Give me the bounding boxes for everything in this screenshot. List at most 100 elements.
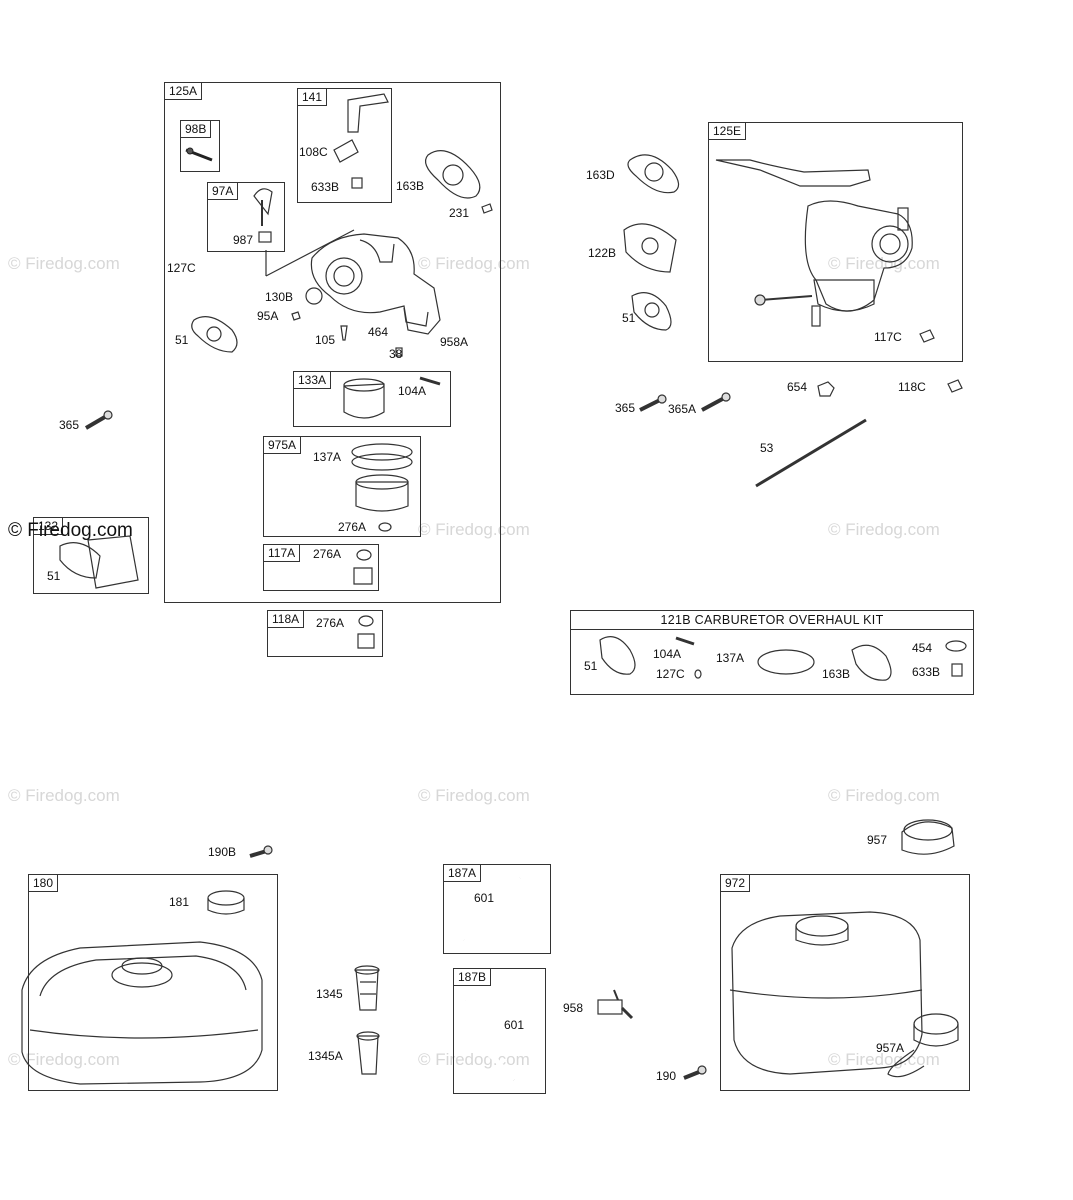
group-box-125A: 125A: [164, 82, 501, 603]
part-label-137A: 137A: [313, 450, 342, 464]
group-box-133A: 133A: [293, 371, 451, 427]
gasket-163D-drawing: [627, 154, 680, 194]
watermark: © Firedog.com: [828, 786, 940, 805]
part-label-958: 958: [563, 1001, 584, 1015]
float-bowl-drawing: [355, 481, 409, 512]
kit-label-454: 454: [912, 641, 933, 655]
group-box-132: 132: [33, 517, 149, 594]
watermark: © Firedog.com: [8, 786, 120, 805]
part-label-190: 190: [656, 1069, 677, 1083]
box-label: 187B: [454, 969, 492, 986]
fuel-cap-181-drawing: [207, 890, 245, 915]
box-label: 133A: [294, 372, 332, 389]
part-label-601: 601: [504, 1018, 525, 1032]
part-label-654: 654: [787, 380, 808, 394]
group-box-125E: 125E: [708, 122, 963, 362]
part-label-987: 987: [233, 233, 254, 247]
part-label-105: 105: [315, 333, 336, 347]
part-label-163D: 163D: [586, 168, 615, 182]
part-label-365A: 365A: [668, 402, 697, 416]
part-label-130B: 130B: [265, 290, 294, 304]
part-label-1345: 1345: [316, 987, 343, 1001]
watermark: © Firedog.com: [418, 786, 530, 805]
throttle-lever-drawing: [347, 93, 389, 133]
box-label: 141: [298, 89, 328, 106]
screw-365-drawing: [84, 410, 113, 430]
part-label-127C: 127C: [167, 261, 196, 275]
carburetor-125E-drawing: [715, 159, 913, 327]
group-box-187B: 187B: [453, 968, 546, 1094]
watermark: © Firedog.com: [8, 254, 120, 273]
part-label-190B: 190B: [208, 845, 237, 859]
part-label-53: 53: [760, 441, 774, 455]
kit-label-104A: 104A: [653, 647, 682, 661]
part-label-122B: 122B: [588, 246, 617, 260]
box-label: 98B: [181, 121, 212, 138]
fuel-tank-972-drawing: [729, 911, 923, 1075]
group-box-972: 972: [720, 874, 970, 1091]
carburetor-drawing: [265, 229, 441, 335]
box-label: 118A: [268, 611, 305, 628]
box-label: 972: [721, 875, 751, 892]
kit-label-137A: 137A: [716, 651, 745, 665]
group-box-180: 180: [28, 874, 278, 1091]
part-label-464: 464: [368, 325, 389, 339]
part-label-601: 601: [474, 891, 495, 905]
fuel-cap-957-drawing: [901, 819, 955, 855]
part-label-181: 181: [169, 895, 190, 909]
group-box-118A: 118A: [267, 610, 383, 657]
part-label-365: 365: [615, 401, 636, 415]
part-label-1345A: 1345A: [308, 1049, 343, 1063]
watermark: © Firedog.com: [418, 254, 530, 273]
part-label-117C: 117C: [874, 330, 902, 344]
kit-label-127C: 127C: [656, 667, 685, 681]
watermark: © Firedog.com: [418, 520, 530, 539]
part-label-633B: 633B: [311, 180, 340, 194]
part-label-38: 38: [389, 347, 403, 361]
box-label: 97A: [208, 183, 239, 200]
part-label-118C: 118C: [898, 380, 926, 394]
watermark: © Firedog.com: [828, 520, 940, 539]
screw-98B-drawing: [185, 147, 213, 162]
box-label: 187A: [444, 865, 482, 882]
part-label-51: 51: [47, 569, 61, 583]
group-box-97A: 97A: [207, 182, 285, 252]
fuel-valve-958-drawing: [597, 989, 634, 1020]
watermark: © Firedog.com: [828, 254, 940, 273]
group-box-975A: 975A: [263, 436, 421, 537]
fuel-hose-187A-drawing: [462, 877, 521, 941]
kit-label-633B: 633B: [912, 665, 941, 679]
watermark: © Firedog.com: [8, 1050, 120, 1069]
kit-label-51: 51: [584, 659, 598, 673]
part-label-108C: 108C: [299, 145, 328, 159]
box-label: 125A: [165, 83, 203, 100]
part-label-958A: 958A: [440, 335, 469, 349]
part-label-276A: 276A: [313, 547, 342, 561]
part-label-276A: 276A: [338, 520, 367, 534]
group-box-141: 141: [297, 88, 392, 203]
box-label: 975A: [264, 437, 302, 454]
kit-label-163B: 163B: [822, 667, 851, 681]
gasket-163B-drawing: [425, 150, 481, 199]
fuel-cap-957A-drawing: [887, 1013, 959, 1078]
box-label: 125E: [709, 123, 747, 140]
part-label-231: 231: [449, 206, 470, 220]
fuel-tank-180-drawing: [21, 941, 263, 1085]
part-label-51: 51: [622, 311, 636, 325]
gasket-51-drawing: [191, 316, 238, 353]
stud-53-drawing: [755, 418, 867, 488]
part-label-957A: 957A: [876, 1041, 905, 1055]
filter-1345A-drawing: [356, 1031, 380, 1075]
group-box-98B: 98B: [180, 120, 220, 172]
group-box-117A: 117A: [263, 544, 379, 591]
box-label: 180: [29, 875, 59, 892]
box-label: 132: [34, 518, 64, 535]
part-label-51: 51: [175, 333, 189, 347]
box-label: 117A: [264, 545, 301, 562]
gasket-51-right-drawing: [631, 292, 672, 331]
copyright-mark: © Firedog.com: [8, 520, 133, 541]
part-label-95A: 95A: [257, 309, 279, 323]
part-label-104A: 104A: [398, 384, 427, 398]
